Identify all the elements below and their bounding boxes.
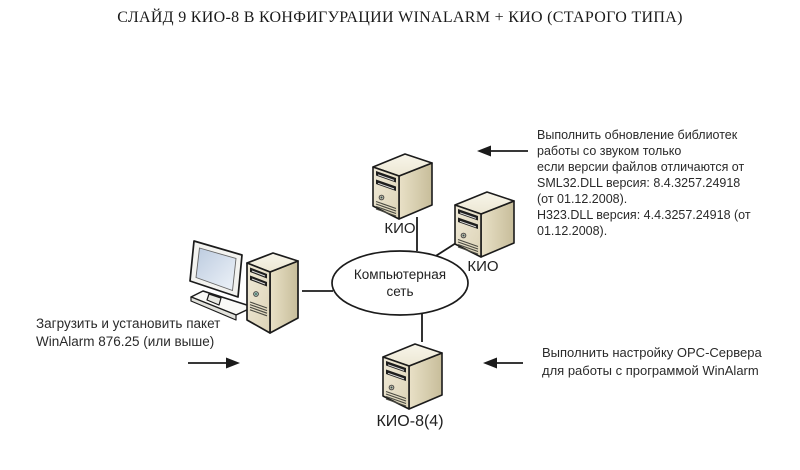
- network-label-line2: сеть: [386, 284, 414, 299]
- annotation-line: WinAlarm 876.25 (или выше): [36, 333, 215, 349]
- annotation-line: если версии файлов отличаются от: [537, 160, 745, 174]
- annotation-line: H323.DLL версия: 4.4.3257.24918 (от: [537, 208, 751, 222]
- annotation-update-libraries: Выполнить обновление библиотек работы со…: [537, 127, 751, 239]
- annotation-line: Выполнить настройку OPC-Сервера: [542, 345, 762, 360]
- annotation-line: Выполнить обновление библиотек: [537, 128, 738, 142]
- server-top-label: КИО: [384, 220, 416, 237]
- network-label-line1: Компьютерная: [353, 267, 447, 282]
- network-cloud-ellipse: [331, 250, 469, 316]
- server-right-label: КИО: [467, 258, 499, 275]
- annotation-line: для работы с программой WinAlarm: [542, 362, 759, 378]
- server-tower-icon: [372, 153, 433, 220]
- slide-title: СЛАЙД 9 КИО-8 В КОНФИГУРАЦИИ WINALARM + …: [117, 9, 683, 26]
- annotation-line: 01.12.2008).: [537, 224, 608, 238]
- annotation-line: работы со звуком только: [537, 144, 682, 158]
- annotation-install-package: Загрузить и установить пакет WinAlarm 87…: [36, 315, 220, 350]
- arrow-left-icon: [483, 357, 523, 369]
- annotation-line: Загрузить и установить пакет: [36, 316, 221, 331]
- network-label: Компьютерная сеть: [332, 266, 468, 300]
- server-tower-icon: [454, 191, 515, 258]
- annotation-opc-setup: Выполнить настройку OPC-Сервера для рабо…: [542, 344, 762, 379]
- arrow-left-icon: [477, 145, 528, 157]
- server-bottom-label: КИО-8(4): [376, 413, 444, 430]
- annotation-line: SML32.DLL версия: 8.4.3257.24918: [537, 176, 741, 190]
- arrow-right-icon: [188, 357, 240, 369]
- server-tower-icon: [382, 343, 443, 410]
- annotation-line: (от 01.12.2008).: [537, 192, 628, 206]
- desktop-computer-icon: [189, 240, 299, 334]
